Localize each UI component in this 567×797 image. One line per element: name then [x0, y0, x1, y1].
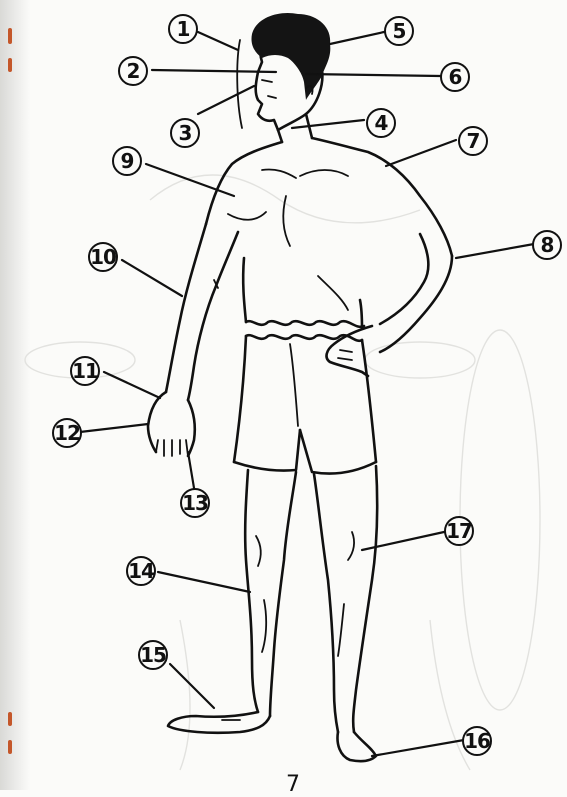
feet: [168, 712, 376, 761]
left-hand: [148, 392, 195, 456]
callout-7: 7: [458, 126, 488, 156]
callout-4: 4: [366, 108, 396, 138]
shorts: [234, 336, 376, 474]
waistband: [246, 321, 364, 341]
legs: [245, 466, 377, 732]
callout-1: 1: [168, 14, 198, 44]
callout-10: 10: [88, 242, 118, 272]
callout-6: 6: [440, 62, 470, 92]
callout-9: 9: [112, 146, 142, 176]
callout-11: 11: [70, 356, 100, 386]
left-arm: [166, 224, 238, 400]
callout-5: 5: [384, 16, 414, 46]
callout-17: 17: [444, 516, 474, 546]
callout-12: 12: [52, 418, 82, 448]
callout-2: 2: [118, 56, 148, 86]
callout-13: 13: [180, 488, 210, 518]
callout-16: 16: [462, 726, 492, 756]
right-arm: [380, 234, 452, 352]
page-number: 7: [286, 772, 300, 797]
callout-15: 15: [138, 640, 168, 670]
callout-3: 3: [170, 118, 200, 148]
callout-14: 14: [126, 556, 156, 586]
callout-8: 8: [532, 230, 562, 260]
